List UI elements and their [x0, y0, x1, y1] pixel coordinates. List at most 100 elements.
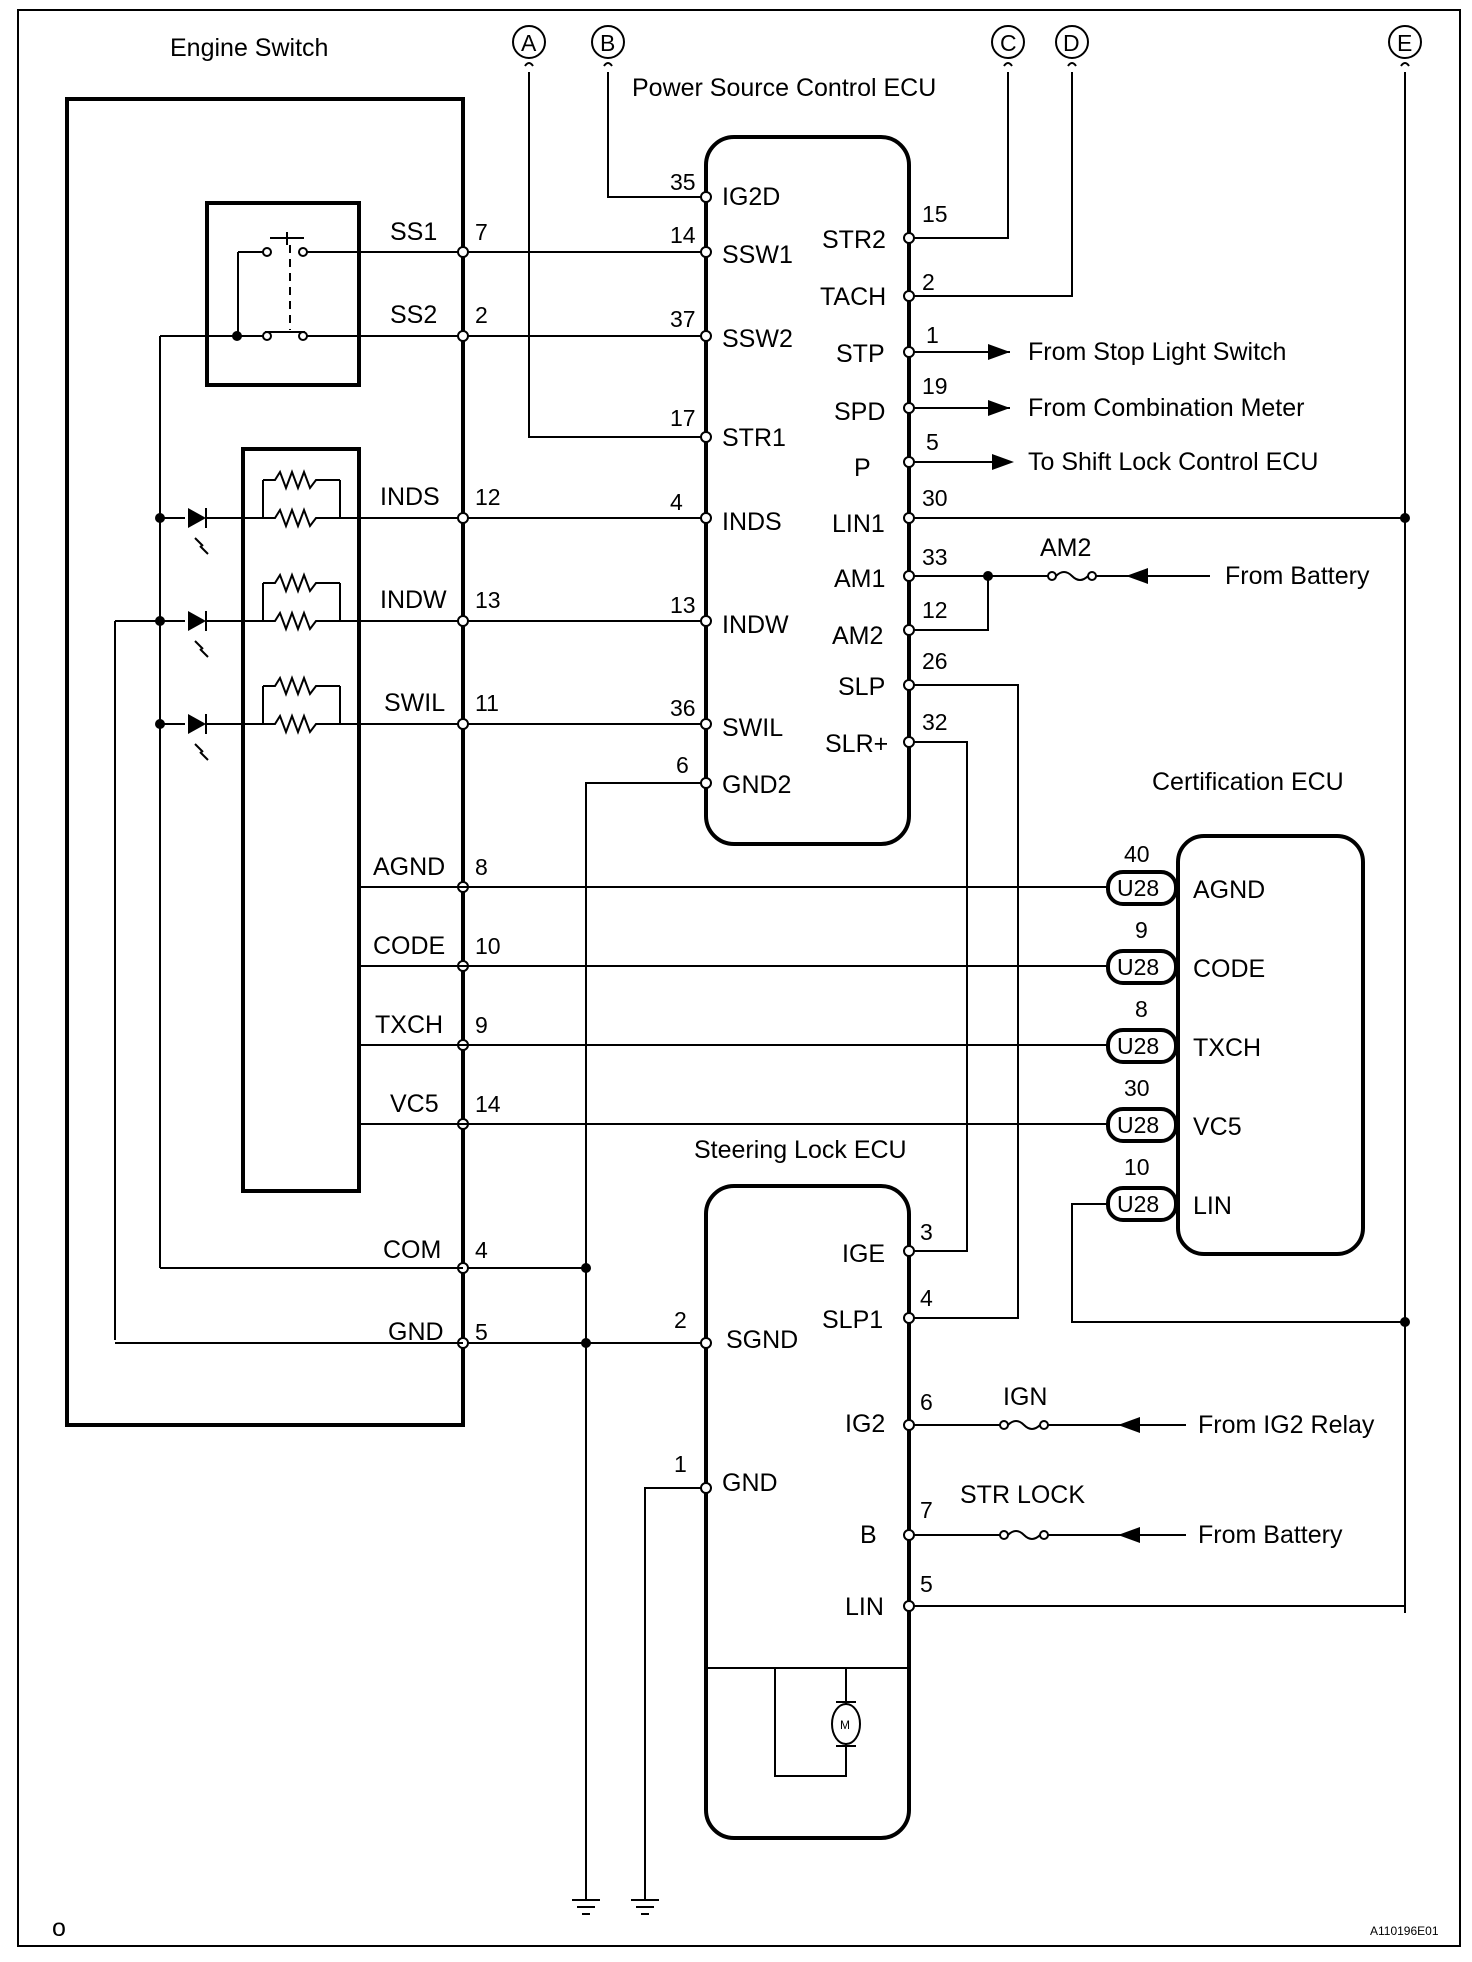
- motor-icon: M: [774, 1668, 861, 1777]
- svg-text:30: 30: [1124, 1075, 1150, 1101]
- svg-text:LIN: LIN: [1193, 1192, 1232, 1220]
- svg-text:AGND: AGND: [373, 853, 445, 881]
- svg-text:TXCH: TXCH: [1193, 1034, 1261, 1062]
- svg-text:6: 6: [920, 1389, 933, 1415]
- svg-text:8: 8: [475, 854, 488, 880]
- svg-text:SS1: SS1: [390, 218, 437, 246]
- svg-text:SWIL: SWIL: [722, 714, 783, 742]
- svg-text:1: 1: [674, 1451, 687, 1477]
- svg-text:B: B: [860, 1521, 877, 1549]
- svg-text:13: 13: [475, 587, 501, 613]
- ground-icon: [572, 1899, 659, 1915]
- svg-text:35: 35: [670, 169, 696, 195]
- from-ig2-relay: From IG2 Relay: [1198, 1411, 1375, 1439]
- svg-text:INDS: INDS: [380, 483, 440, 511]
- engine-switch-title: Engine Switch: [170, 34, 328, 62]
- svg-text:8: 8: [1135, 996, 1148, 1022]
- svg-text:AGND: AGND: [1193, 876, 1265, 904]
- svg-text:STP: STP: [836, 340, 885, 368]
- svg-text:14: 14: [670, 222, 696, 248]
- svg-text:INDS: INDS: [722, 508, 782, 536]
- svg-text:M: M: [840, 1718, 850, 1732]
- svg-text:10: 10: [475, 933, 501, 959]
- svg-text:AM2: AM2: [832, 622, 883, 650]
- svg-text:4: 4: [475, 1237, 488, 1263]
- from-combination-meter: From Combination Meter: [1028, 394, 1304, 422]
- svg-text:B: B: [600, 30, 615, 56]
- svg-text:IG2D: IG2D: [722, 183, 780, 211]
- svg-text:TXCH: TXCH: [375, 1011, 443, 1039]
- svg-text:37: 37: [670, 306, 696, 332]
- svg-text:32: 32: [922, 709, 948, 735]
- svg-text:U28: U28: [1117, 875, 1159, 901]
- svg-text:AM1: AM1: [834, 565, 885, 593]
- str-lock-fuse-label: STR LOCK: [960, 1481, 1085, 1509]
- svg-text:SGND: SGND: [726, 1326, 798, 1354]
- doc-code: A110196E01: [1370, 1924, 1439, 1938]
- svg-text:U28: U28: [1117, 954, 1159, 980]
- svg-text:STR2: STR2: [822, 226, 886, 254]
- svg-text:GND2: GND2: [722, 771, 791, 799]
- svg-text:SLP: SLP: [838, 673, 885, 701]
- svg-text:SWIL: SWIL: [384, 689, 445, 717]
- svg-text:U28: U28: [1117, 1112, 1159, 1138]
- svg-text:E: E: [1397, 30, 1412, 56]
- svg-text:SPD: SPD: [834, 398, 885, 426]
- certification-ecu-title: Certification ECU: [1152, 768, 1344, 796]
- svg-text:40: 40: [1124, 841, 1150, 867]
- svg-text:U28: U28: [1117, 1033, 1159, 1059]
- svg-text:5: 5: [926, 429, 939, 455]
- svg-text:17: 17: [670, 405, 696, 431]
- svg-text:SLR+: SLR+: [825, 730, 888, 758]
- svg-text:VC5: VC5: [1193, 1113, 1242, 1141]
- svg-text:LIN1: LIN1: [832, 510, 885, 538]
- svg-text:1: 1: [926, 322, 939, 348]
- start-switch-box: [205, 201, 361, 387]
- svg-text:LIN: LIN: [845, 1593, 884, 1621]
- svg-text:2: 2: [922, 269, 935, 295]
- svg-text:9: 9: [1135, 917, 1148, 943]
- svg-text:2: 2: [475, 302, 488, 328]
- svg-text:GND: GND: [388, 1318, 444, 1346]
- power-source-ecu-box: [704, 135, 911, 846]
- svg-text:26: 26: [922, 648, 948, 674]
- svg-text:VC5: VC5: [390, 1090, 439, 1118]
- svg-text:C: C: [1000, 30, 1017, 56]
- svg-text:33: 33: [922, 544, 948, 570]
- svg-text:19: 19: [922, 373, 948, 399]
- svg-text:P: P: [854, 454, 871, 482]
- svg-text:15: 15: [922, 201, 948, 227]
- svg-text:STR1: STR1: [722, 424, 786, 452]
- led-icon: [115, 469, 463, 761]
- str-lock-fuse-icon: [999, 1530, 1049, 1540]
- svg-text:7: 7: [920, 1497, 933, 1523]
- svg-text:6: 6: [676, 752, 689, 778]
- engine-switch-box: [65, 97, 465, 1427]
- corner-mark: o: [52, 1914, 66, 1942]
- ign-fuse-icon: [999, 1420, 1049, 1430]
- svg-text:D: D: [1063, 30, 1080, 56]
- svg-text:5: 5: [475, 1319, 488, 1345]
- svg-text:12: 12: [475, 484, 501, 510]
- svg-text:SS2: SS2: [390, 301, 437, 329]
- svg-text:7: 7: [475, 219, 488, 245]
- ign-fuse-label: IGN: [1003, 1383, 1047, 1411]
- svg-text:9: 9: [475, 1012, 488, 1038]
- from-battery-str-lock: From Battery: [1198, 1521, 1343, 1549]
- svg-text:INDW: INDW: [722, 611, 789, 639]
- steering-lock-ecu-title: Steering Lock ECU: [694, 1136, 907, 1164]
- outer-frame: [17, 9, 1461, 1947]
- svg-text:30: 30: [922, 485, 948, 511]
- indicator-box: [241, 447, 361, 1193]
- to-shift-lock-ecu: To Shift Lock Control ECU: [1028, 448, 1318, 476]
- svg-text:CODE: CODE: [373, 932, 445, 960]
- push-switch-icon: [237, 232, 463, 341]
- svg-text:11: 11: [475, 690, 499, 716]
